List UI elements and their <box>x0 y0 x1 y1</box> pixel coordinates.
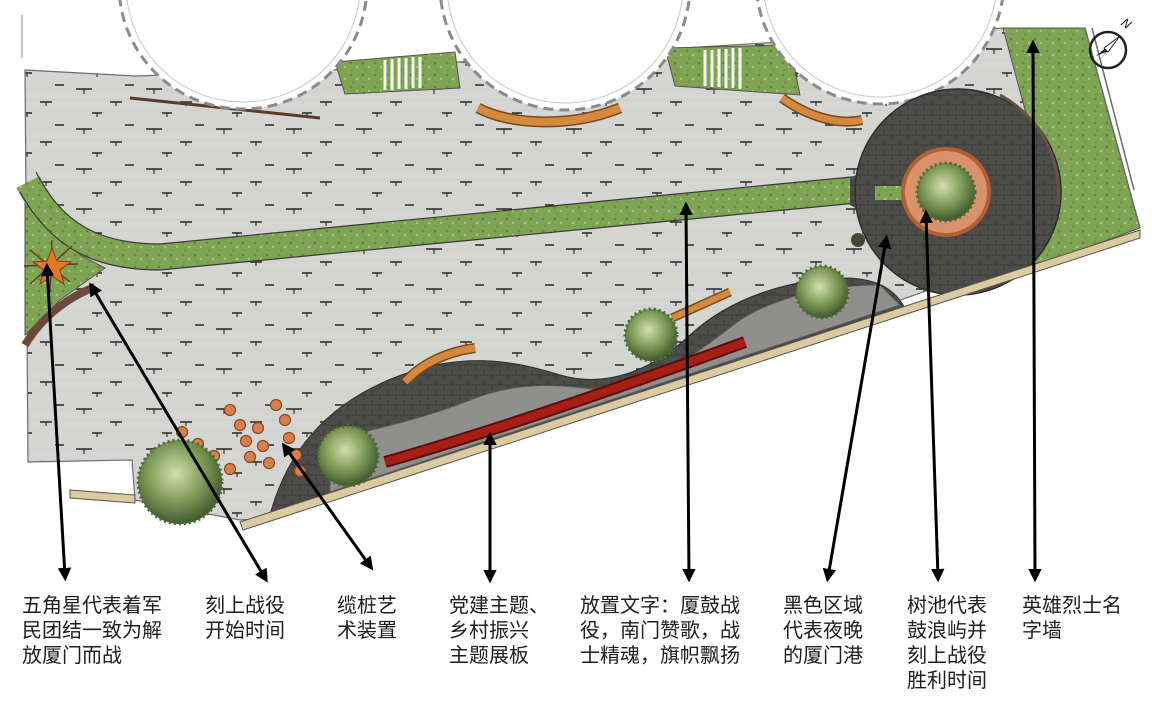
bollard <box>278 413 292 427</box>
annotation-line: 树池代表 <box>907 593 987 617</box>
shrub <box>851 233 865 247</box>
annotation-line: 役，南门赞歌，战 <box>580 618 740 642</box>
bollard <box>239 434 253 448</box>
annotation-exhibition: 党建主题、 乡村振兴 主题展板 <box>449 593 549 668</box>
bollard <box>251 421 265 435</box>
arrow-bollard <box>281 442 374 571</box>
bench-2 <box>476 104 622 126</box>
green-belt-edge-top <box>35 171 873 245</box>
annotation-line: 五角星代表着军 <box>22 593 162 617</box>
arrow-tree-pool <box>919 209 945 583</box>
annotation-line: 英雄烈士名 <box>1022 593 1122 617</box>
green-belt <box>16 175 877 271</box>
tree <box>623 307 679 363</box>
circle-plaza-2 <box>439 0 691 112</box>
circle-plaza-3 <box>756 0 1004 106</box>
circle-plaza-1 <box>118 0 368 111</box>
arrow-text-belt <box>679 201 696 583</box>
annotation-line: 士精魂，旗帜飘扬 <box>580 643 740 667</box>
stairs-right <box>703 48 742 89</box>
north-label: N <box>1119 16 1134 33</box>
bollard <box>262 456 276 470</box>
annotation-line: 术装置 <box>337 618 397 642</box>
circle-plaza-1-inner <box>126 0 360 103</box>
annotation-name-wall: 英雄烈士名 字墙 <box>1022 593 1122 643</box>
annotation-line: 刻上战役 <box>907 643 987 667</box>
circle-plaza-2-inner <box>447 0 683 104</box>
arrow-star <box>40 262 72 582</box>
annotation-line: 民团结一致为解 <box>22 618 162 642</box>
bollard <box>223 403 237 417</box>
arrow-battle-start <box>89 282 268 583</box>
tree <box>316 424 380 488</box>
annotation-line: 主题展板 <box>449 643 529 667</box>
bench-1 <box>402 344 476 385</box>
arrow-dark-area <box>822 234 892 583</box>
bench-3 <box>779 95 863 126</box>
annotation-line: 乡村振兴 <box>449 618 529 642</box>
annotation-dark-area: 黑色区域 代表夜晚 的厦门港 <box>783 593 863 668</box>
circle-plaza-3-inner <box>764 0 996 98</box>
arrow-name-wall <box>1026 39 1042 583</box>
tree <box>794 264 850 320</box>
annotation-line: 开始时间 <box>205 618 285 642</box>
bollard <box>243 450 257 464</box>
annotation-arrows <box>40 39 1042 584</box>
annotation-line: 黑色区域 <box>783 593 863 617</box>
bollard <box>269 398 283 412</box>
bollard <box>223 462 237 476</box>
annotation-line: 缆桩艺 <box>337 593 397 617</box>
annotation-tree-pool: 树池代表 鼓浪屿并 刻上战役 胜利时间 <box>907 593 987 693</box>
tree-pool-tree <box>915 161 977 223</box>
bollard <box>256 439 270 453</box>
annotation-battle-start: 刻上战役 开始时间 <box>205 593 285 643</box>
edge-bench-left <box>69 489 136 504</box>
green-belt-edge-bottom <box>19 191 879 271</box>
outer-arc <box>999 93 1061 206</box>
annotation-star: 五角星代表着军 民团结一致为解 放厦门而战 <box>22 593 162 668</box>
annotation-line: 放置文字：厦鼓战 <box>580 593 740 617</box>
annotation-line: 胜利时间 <box>907 668 987 692</box>
annotation-text-belt: 放置文字：厦鼓战 役，南门赞歌，战 士精魂，旗帜飘扬 <box>580 593 740 668</box>
annotation-line: 鼓浪屿并 <box>907 618 987 642</box>
bollard <box>233 418 247 432</box>
annotation-line: 代表夜晚 <box>783 618 863 642</box>
annotation-line: 放厦门而战 <box>22 643 122 667</box>
stairs-left <box>383 57 422 90</box>
annotation-line: 的厦门港 <box>783 643 863 667</box>
annotation-line: 刻上战役 <box>205 593 285 617</box>
annotation-line: 字墙 <box>1022 618 1062 642</box>
bollard <box>282 431 296 445</box>
north-arrow-icon <box>1088 30 1128 70</box>
annotation-bollard: 缆桩艺 术装置 <box>337 593 397 643</box>
annotation-line: 党建主题、 <box>449 593 549 617</box>
